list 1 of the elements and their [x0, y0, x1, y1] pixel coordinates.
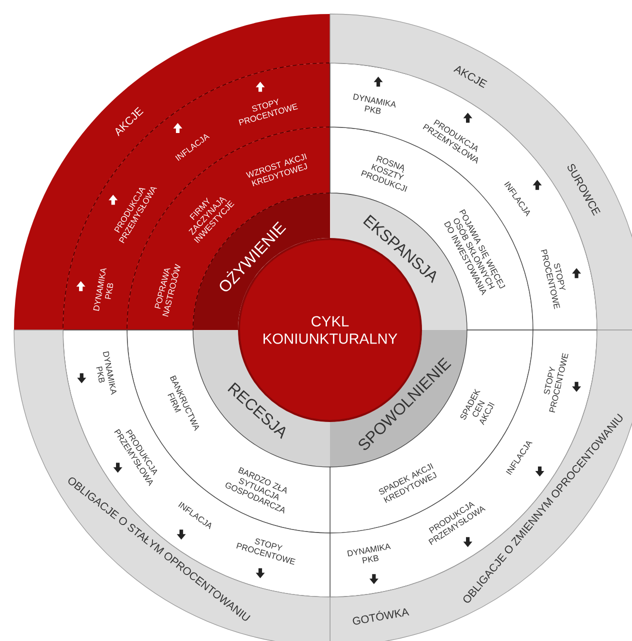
node-label: DYNAMIKA PKB [93, 268, 114, 311]
